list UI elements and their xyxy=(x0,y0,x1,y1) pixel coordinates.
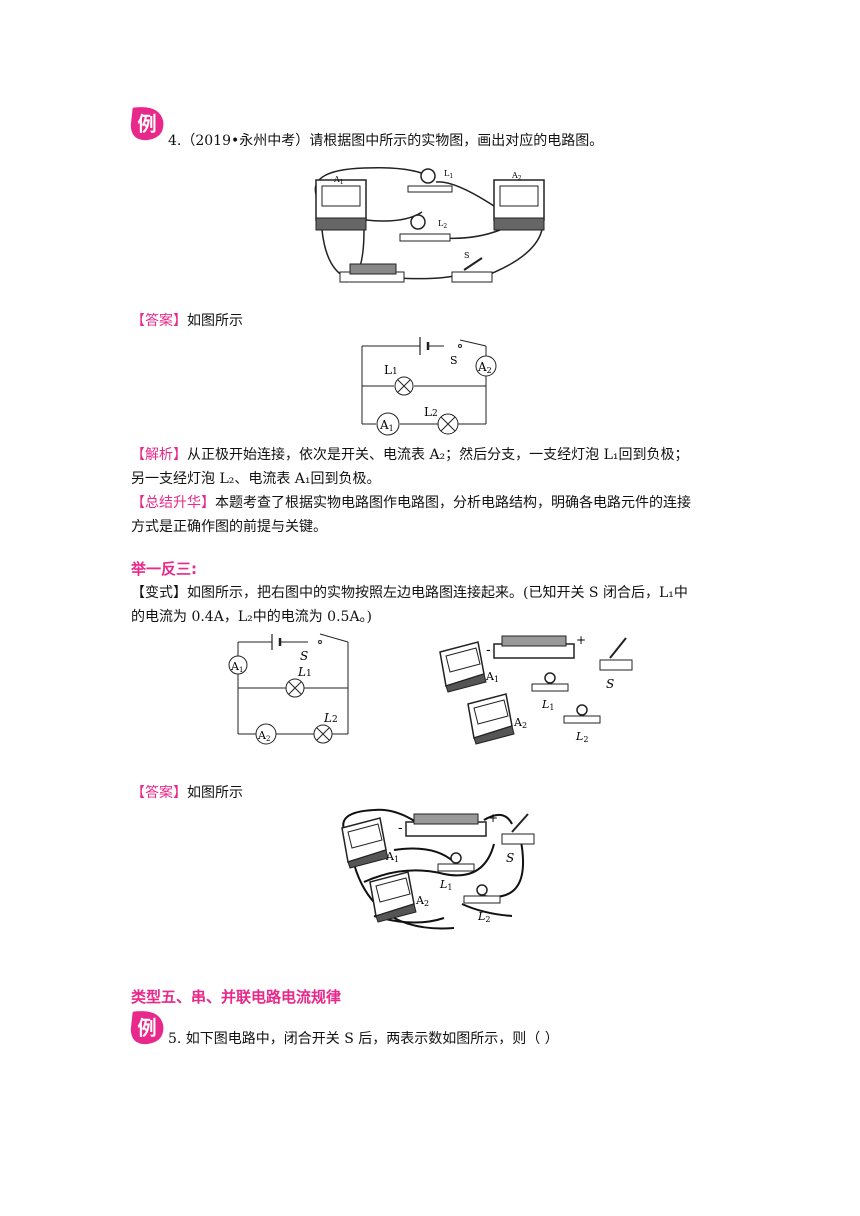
c2-a2-label: A2 xyxy=(257,729,270,743)
c1-l2-label: L2 xyxy=(424,405,438,419)
badge-char: 例 xyxy=(137,113,156,136)
section-5-heading: 类型五、串、并联电路电流规律 xyxy=(131,988,342,1006)
physical-circuit-figure-1: A1 A2 L1 L2 S xyxy=(314,166,545,283)
variant-tag: 【变式】 xyxy=(131,585,187,601)
summary-text-1: 本题考查了根据实物电路图作电路图，分析电路结构，明确各电路元件的连接 xyxy=(215,495,691,511)
c1-l1-label: L1 xyxy=(384,363,398,377)
answer-text: 如图所示 xyxy=(187,313,243,329)
c1-a1-label: A1 xyxy=(379,418,394,433)
practice-heading: 举一反三: xyxy=(131,560,197,578)
lamp-l2 xyxy=(410,214,426,230)
question-4: 4.（2019•永州中考）请根据图中所示的实物图，画出对应的电路图。 xyxy=(168,133,604,149)
example-badge: 例 xyxy=(130,107,164,141)
summary-line-2: 方式是正确作图的前提与关键。 xyxy=(131,519,327,535)
circuit-diagram-2: S A1 L1 A2 L2 xyxy=(228,633,349,745)
circuit-diagram-1: S A2 L1 A1 L2 xyxy=(361,337,497,436)
analysis-tag: 【解析】 xyxy=(131,447,187,463)
fig3-l1-label: L1 xyxy=(541,698,554,712)
c1-s-label: S xyxy=(450,354,458,367)
switch-s xyxy=(451,271,493,283)
fig3-lamp-l2 xyxy=(576,704,588,716)
c2-s-label: S xyxy=(300,649,308,663)
fig3-s-label: S xyxy=(606,677,614,691)
c2-a1-label: A1 xyxy=(230,660,243,674)
fig3-a2-label: A2 xyxy=(513,716,527,730)
fig3-minus: - xyxy=(486,642,491,658)
c1-a2-label: A2 xyxy=(477,360,492,375)
fig4-s-label: S xyxy=(506,851,514,865)
fig4-l2-label: L2 xyxy=(477,910,490,924)
answer-1: 【答案】如图所示 xyxy=(131,308,741,334)
c2-ammeter-a1 xyxy=(228,655,248,675)
summary-tag: 【总结升华】 xyxy=(131,495,215,511)
answer-text-2: 如图所示 xyxy=(187,785,243,801)
fig4-a1-label: A1 xyxy=(385,850,399,864)
fig1-s-label: S xyxy=(464,251,469,260)
c2-switch-contact xyxy=(318,640,322,644)
badge-char-2: 例 xyxy=(137,1017,156,1040)
example-badge-2: 例 xyxy=(130,1011,164,1045)
answer-2: 【答案】如图所示 xyxy=(131,780,741,806)
variant-line-1: 【变式】如图所示，把右图中的实物按照左边电路图连接起来。(已知开关 S 闭合后，… xyxy=(131,580,741,606)
analysis-line-2: 另一支经灯泡 L₂、电流表 A₁回到负极。 xyxy=(131,471,381,487)
c2-l2-label: L2 xyxy=(323,711,338,725)
fig3-plus: + xyxy=(576,633,586,647)
switch-contact xyxy=(458,344,462,348)
fig4-a2-label: A2 xyxy=(415,894,429,908)
c1-ammeter-a1 xyxy=(376,412,400,436)
c1-ammeter-a2 xyxy=(475,355,497,377)
fig1-l2-label: L2 xyxy=(438,219,447,230)
analysis-line-1: 【解析】从正极开始连接，依次是开关、电流表 A₂；然后分支，一支经灯泡 L₁回到… xyxy=(131,442,741,468)
fig3-l2-label: L2 xyxy=(575,730,588,744)
connected-circuit-answer: - + A1 S L1 A2 L2 xyxy=(341,808,535,930)
fig4-plus: + xyxy=(488,811,498,825)
lamp-l1 xyxy=(420,168,436,184)
answer-tag-2: 【答案】 xyxy=(131,785,187,801)
fig3-switch xyxy=(599,659,633,671)
fig4-l1-label: L1 xyxy=(439,878,452,892)
fig3-a1-label: A1 xyxy=(485,670,499,684)
variant-line-2: 的电流为 0.4A，L₂中的电流为 0.5A。) xyxy=(131,609,373,625)
fig1-a2-label: A2 xyxy=(511,171,522,182)
c2-l1-label: L1 xyxy=(297,665,312,679)
physical-components-figure: - + A1 S L1 A2 L2 xyxy=(439,633,633,745)
c2-ammeter-a2 xyxy=(255,723,277,745)
analysis-text-1: 从正极开始连接，依次是开关、电流表 A₂；然后分支，一支经灯泡 L₁回到负极； xyxy=(187,447,689,463)
fig1-a1-label: A1 xyxy=(333,175,344,186)
fig1-l1-label: L1 xyxy=(444,169,453,180)
answer-tag: 【答案】 xyxy=(131,313,187,329)
question-5: 5. 如下图电路中，闭合开关 S 后，两表示数如图所示，则（ ） xyxy=(168,1031,559,1047)
fig4-minus: - xyxy=(398,820,403,836)
summary-line-1: 【总结升华】本题考查了根据实物电路图作电路图，分析电路结构，明确各电路元件的连接 xyxy=(131,490,741,516)
fig3-lamp-l1 xyxy=(544,672,556,684)
variant-text-1: 如图所示，把右图中的实物按照左边电路图连接起来。(已知开关 S 闭合后，L₁中 xyxy=(187,585,688,601)
